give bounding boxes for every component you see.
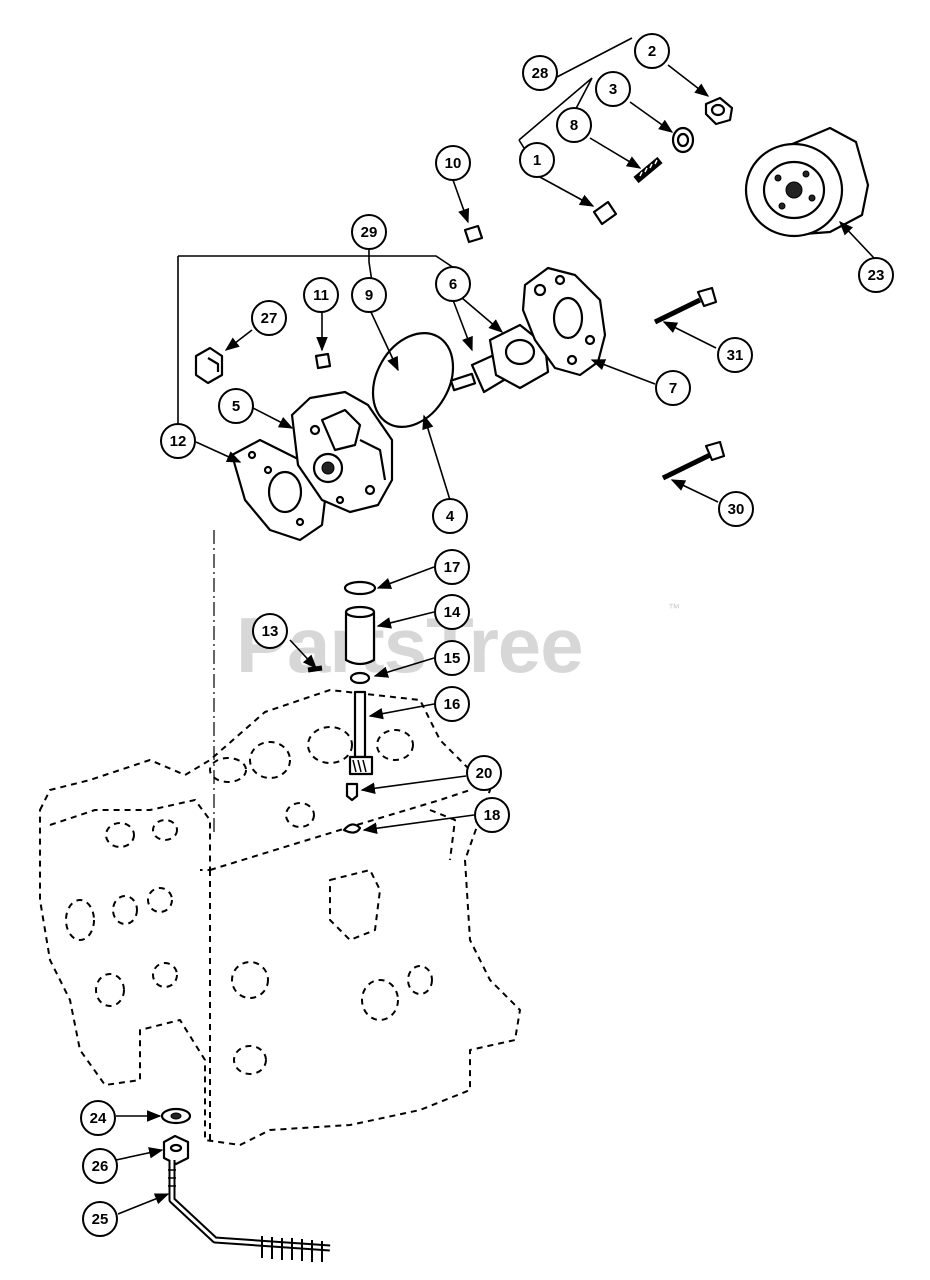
callout-label: 29 xyxy=(361,224,378,241)
part-roll-pin xyxy=(307,665,323,673)
callout-label: 23 xyxy=(868,267,885,284)
part-hex-nut xyxy=(162,1134,190,1166)
callout-27[interactable]: 27 xyxy=(251,300,287,336)
callout-29[interactable]: 29 xyxy=(351,214,387,250)
callout-15[interactable]: 15 xyxy=(434,640,470,676)
part-pin xyxy=(463,224,484,244)
callout-18[interactable]: 18 xyxy=(474,797,510,833)
callout-25[interactable]: 25 xyxy=(82,1201,118,1237)
callout-31[interactable]: 31 xyxy=(717,337,753,373)
engine-block xyxy=(39,689,521,1146)
part-bushing xyxy=(344,605,376,666)
callout-8[interactable]: 8 xyxy=(556,107,592,143)
callout-label: 14 xyxy=(444,604,461,621)
callout-label: 13 xyxy=(262,623,279,640)
bracket-29 xyxy=(177,248,455,425)
callout-20[interactable]: 20 xyxy=(466,755,502,791)
part-cover-plate xyxy=(521,266,607,377)
part-washer-inner xyxy=(676,132,690,148)
part-lock-plate xyxy=(342,823,362,834)
callout-label: 24 xyxy=(90,1110,107,1127)
callout-label: 7 xyxy=(669,380,677,397)
leader-lines xyxy=(115,64,875,1215)
callout-23[interactable]: 23 xyxy=(858,257,894,293)
callout-28[interactable]: 28 xyxy=(522,55,558,91)
part-gear-shaft xyxy=(449,323,550,394)
watermark-trademark: ™ xyxy=(668,601,680,615)
part-stud-bolt xyxy=(168,1160,331,1262)
part-fitting xyxy=(194,346,224,385)
watermark-text: PartsTree xyxy=(236,601,583,689)
callout-label: 18 xyxy=(484,807,501,824)
callout-label: 27 xyxy=(261,310,278,327)
part-cap-nut xyxy=(704,96,734,126)
part-screw xyxy=(345,782,359,802)
callout-label: 17 xyxy=(444,559,461,576)
callout-label: 15 xyxy=(444,650,461,667)
callout-2[interactable]: 2 xyxy=(634,33,670,69)
part-pump-body xyxy=(290,390,394,514)
callout-1[interactable]: 1 xyxy=(519,142,555,178)
callout-label: 6 xyxy=(449,276,457,293)
callout-14[interactable]: 14 xyxy=(434,594,470,630)
callout-label: 31 xyxy=(727,347,744,364)
callout-label: 5 xyxy=(232,398,240,415)
part-plug-small xyxy=(314,352,332,370)
callout-13[interactable]: 13 xyxy=(252,613,288,649)
part-o-ring xyxy=(371,332,455,428)
callout-9[interactable]: 9 xyxy=(351,277,387,313)
callout-4[interactable]: 4 xyxy=(432,498,468,534)
callout-label: 2 xyxy=(648,43,656,60)
callout-17[interactable]: 17 xyxy=(434,549,470,585)
callout-label: 11 xyxy=(313,287,329,304)
callout-label: 28 xyxy=(532,65,549,82)
callout-label: 26 xyxy=(92,1158,109,1175)
callout-label: 3 xyxy=(609,81,617,98)
part-bolt-long xyxy=(653,286,718,325)
part-flat-washer-hole xyxy=(170,1112,182,1120)
callout-label: 16 xyxy=(444,696,461,713)
callout-label: 1 xyxy=(533,152,541,169)
callout-10[interactable]: 10 xyxy=(435,145,471,181)
callout-label: 20 xyxy=(476,765,493,782)
callout-label: 4 xyxy=(446,508,455,525)
callout-label: 10 xyxy=(445,155,462,172)
callout-label: 12 xyxy=(170,433,187,450)
part-spring xyxy=(633,156,663,184)
callout-24[interactable]: 24 xyxy=(80,1100,116,1136)
callout-label: 30 xyxy=(728,501,745,518)
callout-5[interactable]: 5 xyxy=(218,388,254,424)
part-drive-shaft xyxy=(348,690,374,776)
callout-30[interactable]: 30 xyxy=(718,491,754,527)
callout-12[interactable]: 12 xyxy=(160,423,196,459)
callout-label: 8 xyxy=(570,117,578,134)
part-o-ring-small xyxy=(349,671,371,685)
callout-6[interactable]: 6 xyxy=(435,266,471,302)
callout-label: 25 xyxy=(92,1211,109,1228)
callout-26[interactable]: 26 xyxy=(82,1148,118,1184)
part-plug xyxy=(592,200,618,226)
part-bolt xyxy=(661,440,726,481)
callout-3[interactable]: 3 xyxy=(595,71,631,107)
callout-label: 9 xyxy=(365,287,373,304)
part-oil-filter xyxy=(744,126,870,238)
part-snap-ring xyxy=(343,580,377,596)
callout-7[interactable]: 7 xyxy=(655,370,691,406)
callout-16[interactable]: 16 xyxy=(434,686,470,722)
callout-11[interactable]: 11 xyxy=(303,277,339,313)
